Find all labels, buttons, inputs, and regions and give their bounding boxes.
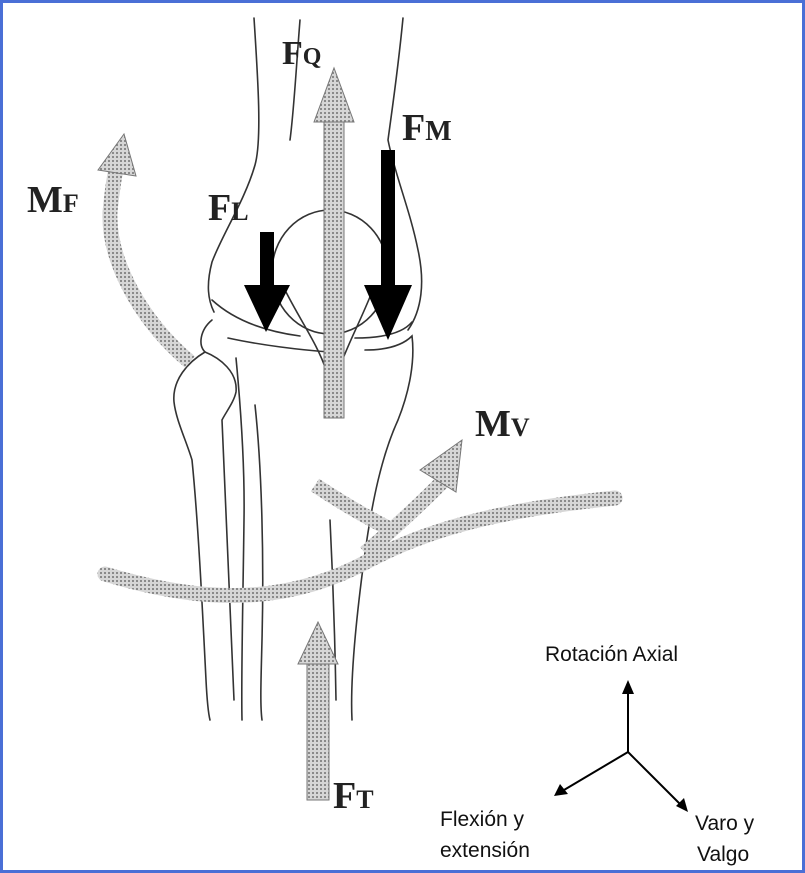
fq-label: FQ [282, 35, 321, 72]
mv-label-main: M [475, 403, 511, 445]
axis-label-flexion-line1: Flexión y [440, 808, 525, 831]
mv-label: MV [475, 403, 530, 445]
fm-label-sub: M [425, 116, 451, 147]
fq-label-main: F [282, 35, 303, 72]
ft-label-sub: T [356, 785, 373, 814]
fm-label: FM [402, 107, 452, 149]
mf-label: MF [27, 179, 79, 221]
axis-label-varus-line1: Varo y [695, 812, 755, 835]
axes-legend [564, 690, 682, 806]
ft-label: FT [333, 775, 374, 817]
fl-label: FL [208, 187, 249, 229]
fm-arrow [364, 150, 412, 340]
fibula-outline [174, 352, 236, 720]
ft-label-main: F [333, 775, 356, 817]
fl-label-main: F [208, 187, 231, 229]
axis-label-varus-line2: Valgo [697, 843, 749, 866]
fl-arrow [244, 232, 290, 332]
mf-arrow [98, 134, 190, 362]
mf-label-main: M [27, 179, 63, 221]
mv-label-sub: V [511, 413, 530, 442]
fm-label-main: F [402, 107, 425, 149]
fq-label-sub: Q [303, 44, 322, 70]
axis-label-flexion-line2: extensión [440, 839, 530, 862]
axis-label-axial: Rotación Axial [545, 643, 678, 666]
fq-arrow [314, 68, 354, 418]
fl-label-sub: L [231, 197, 248, 226]
ft-arrow [298, 622, 338, 800]
mf-label-sub: F [63, 189, 79, 218]
